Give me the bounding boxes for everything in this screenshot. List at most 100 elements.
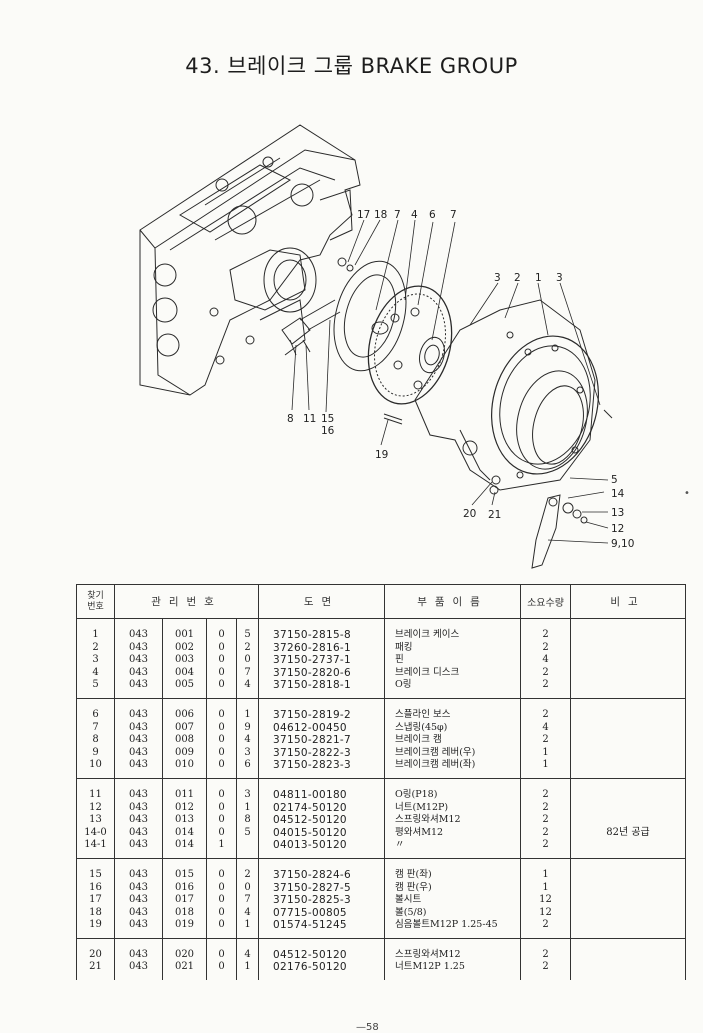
cell-line: 012 [174, 801, 195, 813]
cell-line: 1 [218, 839, 225, 851]
cell-line: 너트(M12P) [395, 801, 449, 813]
cell-line: 0 [218, 746, 225, 758]
cell-line: 002 [174, 641, 195, 653]
cell-line: 043 [128, 801, 149, 813]
cell-line: 015 [174, 868, 195, 880]
cell-line: 0 [218, 906, 225, 918]
cell-line: 043 [128, 629, 149, 640]
table-header-row: 찾기 번호 관리번호 도면 부품이름 소요수량 비고 [76, 584, 687, 619]
cell-line [571, 642, 685, 655]
cell-line: 0 [218, 759, 225, 771]
label-4: 4 [411, 209, 418, 221]
cell-line: 043 [128, 666, 149, 678]
cell-line: 14-0 [84, 826, 107, 838]
cell-line: 0 [218, 826, 225, 838]
cell-line: 043 [128, 881, 149, 893]
label-6: 6 [429, 209, 436, 221]
cell-line: 1 [542, 759, 549, 771]
cell-line: 12 [539, 906, 552, 918]
cell-line: 7 [92, 721, 99, 733]
cell-line: 043 [128, 641, 149, 653]
page-title: 43. 브레이크 그룹 BRAKE GROUP [185, 54, 518, 78]
cell-line: 2 [542, 826, 549, 838]
cell-line [571, 802, 685, 815]
cell-line: 4 [542, 721, 549, 733]
cell-line: 01574-51245 [273, 919, 347, 932]
cell-line: 043 [128, 788, 149, 800]
cell-line: O링(P18) [395, 788, 438, 800]
cell-line: 014 [174, 826, 195, 838]
cell-line: 043 [128, 906, 149, 918]
cell-line: 6 [244, 759, 251, 771]
cell-line: 1 [542, 868, 549, 880]
cell-line [571, 734, 685, 747]
cell-line: 1 [244, 708, 251, 720]
label-8: 8 [287, 413, 294, 425]
cell-line: 18 [89, 906, 102, 918]
cell-line: 6 [92, 708, 99, 720]
label-20: 20 [463, 508, 476, 520]
cell-line: 2 [542, 919, 549, 931]
label-21: 21 [488, 509, 501, 521]
cell-line: 043 [128, 961, 149, 973]
cell-line: 008 [174, 734, 195, 746]
cell-line: 2 [542, 679, 549, 691]
cell-line: 043 [128, 759, 149, 771]
cell-line: 브레이크캠 레버(우) [395, 746, 476, 758]
cell-line: 0 [218, 641, 225, 653]
cell-line: 0 [218, 881, 225, 893]
cell-line: 2 [92, 641, 99, 653]
cell-line: 043 [128, 708, 149, 720]
cell-line: 스프링와셔M12 [395, 814, 461, 826]
cell-line: 〃 [395, 839, 405, 851]
cell-line: 37150-2737-1 [273, 654, 351, 667]
header-drawing-number: 도면 [258, 584, 386, 619]
cell-line: 2 [244, 641, 251, 653]
cell-line: 1 [244, 801, 251, 813]
cell-line: 15 [89, 868, 102, 880]
cell-line: 브레이크캠 레버(좌) [395, 759, 476, 771]
cell-line: 04015-50120 [273, 826, 347, 839]
cell-line: 패킹 [395, 641, 413, 653]
cell-line: 37150-2820-6 [273, 666, 351, 679]
cell-line: 캠 판(우) [395, 881, 432, 893]
cell-line: 043 [128, 721, 149, 733]
cell-line: 04512-50120 [273, 948, 347, 961]
cell-line: 010 [174, 759, 195, 771]
cell-line: 2 [542, 666, 549, 678]
cell-line: 2 [542, 788, 549, 800]
cell-line: 12 [539, 894, 552, 906]
cell-line: 캠 판(좌) [395, 868, 432, 880]
cell-line: 07715-00805 [273, 906, 347, 919]
label-2: 2 [514, 272, 521, 284]
cell-line [571, 709, 685, 722]
cell-line: 스프링와셔M12 [395, 948, 461, 960]
cell-line: 0 [218, 721, 225, 733]
header-remarks: 비고 [570, 584, 687, 619]
cell-line: 평와셔M12 [395, 826, 444, 838]
cell-line: 브레이크 케이스 [395, 629, 460, 640]
table-cell-remarks [570, 938, 687, 981]
cell-line: 37260-2816-1 [273, 641, 351, 654]
cell-line: 7 [244, 666, 251, 678]
cell-line: 17 [89, 894, 102, 906]
label-15: 15 [321, 413, 334, 425]
cell-line: 4 [244, 948, 251, 960]
cell-line: 4 [542, 654, 549, 666]
cell-line [571, 949, 685, 962]
cell-line: 1 [244, 961, 251, 973]
